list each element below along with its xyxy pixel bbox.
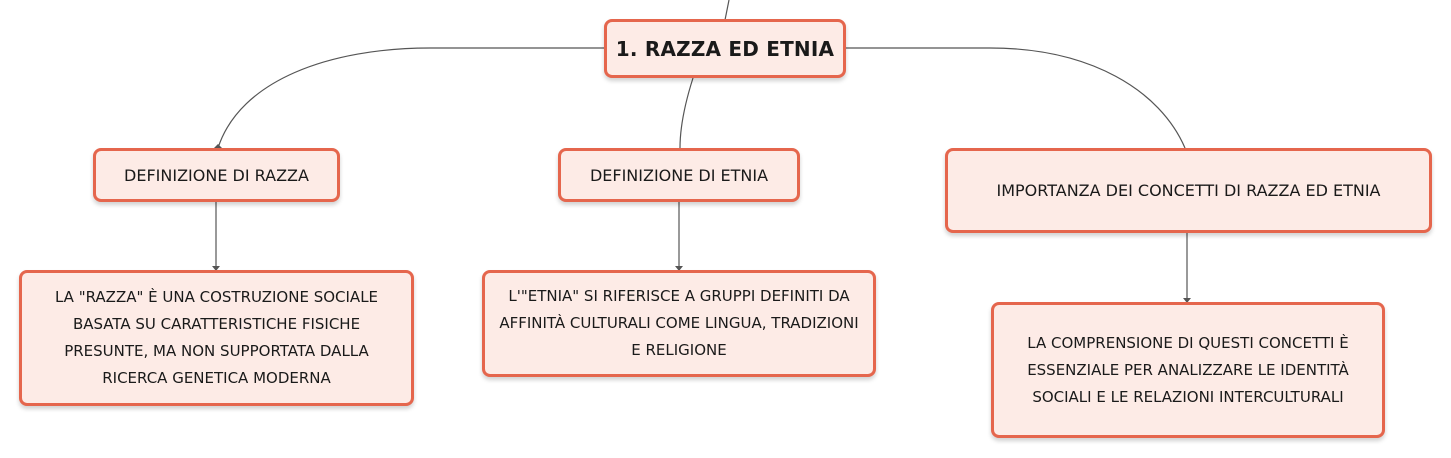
leaf-node-text: LA COMPRENSIONE DI QUESTI CONCETTI È ESS… xyxy=(1027,333,1349,406)
connector-root-branch-2 xyxy=(679,77,694,149)
branch-node-label: DEFINIZIONE DI ETNIA xyxy=(589,165,769,185)
branch-node-definizione-razza[interactable]: DEFINIZIONE DI RAZZA xyxy=(93,148,340,202)
leaf-node-razza[interactable]: LA "RAZZA" È UNA COSTRUZIONE SOCIALE BAS… xyxy=(19,270,414,406)
connector-parent xyxy=(724,0,730,21)
branch-node-definizione-etnia[interactable]: DEFINIZIONE DI ETNIA xyxy=(558,148,800,202)
branch-node-label: IMPORTANZA DEI CONCETTI DI RAZZA ED ETNI… xyxy=(996,181,1381,200)
leaf-node-text: L'"ETNIA" SI RIFERISCE A GRUPPI DEFINITI… xyxy=(499,287,859,359)
connector-root-branch-1 xyxy=(217,47,604,149)
arrowhead-branch-1 xyxy=(214,144,222,148)
branch-node-importanza-concetti[interactable]: IMPORTANZA DEI CONCETTI DI RAZZA ED ETNI… xyxy=(945,148,1432,233)
leaf-node-importanza[interactable]: LA COMPRENSIONE DI QUESTI CONCETTI È ESS… xyxy=(991,302,1385,438)
leaf-node-etnia[interactable]: L'"ETNIA" SI RIFERISCE A GRUPPI DEFINITI… xyxy=(482,270,876,377)
root-node-label: 1. RAZZA ED ETNIA xyxy=(615,36,835,61)
arrowhead-leaf-2 xyxy=(675,266,683,271)
arrowhead-leaf-3 xyxy=(1183,298,1191,303)
arrowhead-leaf-1 xyxy=(212,266,220,271)
root-node[interactable]: 1. RAZZA ED ETNIA xyxy=(604,19,846,78)
connector-root-branch-3 xyxy=(846,47,1186,149)
branch-node-label: DEFINIZIONE DI RAZZA xyxy=(124,165,309,185)
leaf-node-text: LA "RAZZA" È UNA COSTRUZIONE SOCIALE BAS… xyxy=(54,288,379,387)
